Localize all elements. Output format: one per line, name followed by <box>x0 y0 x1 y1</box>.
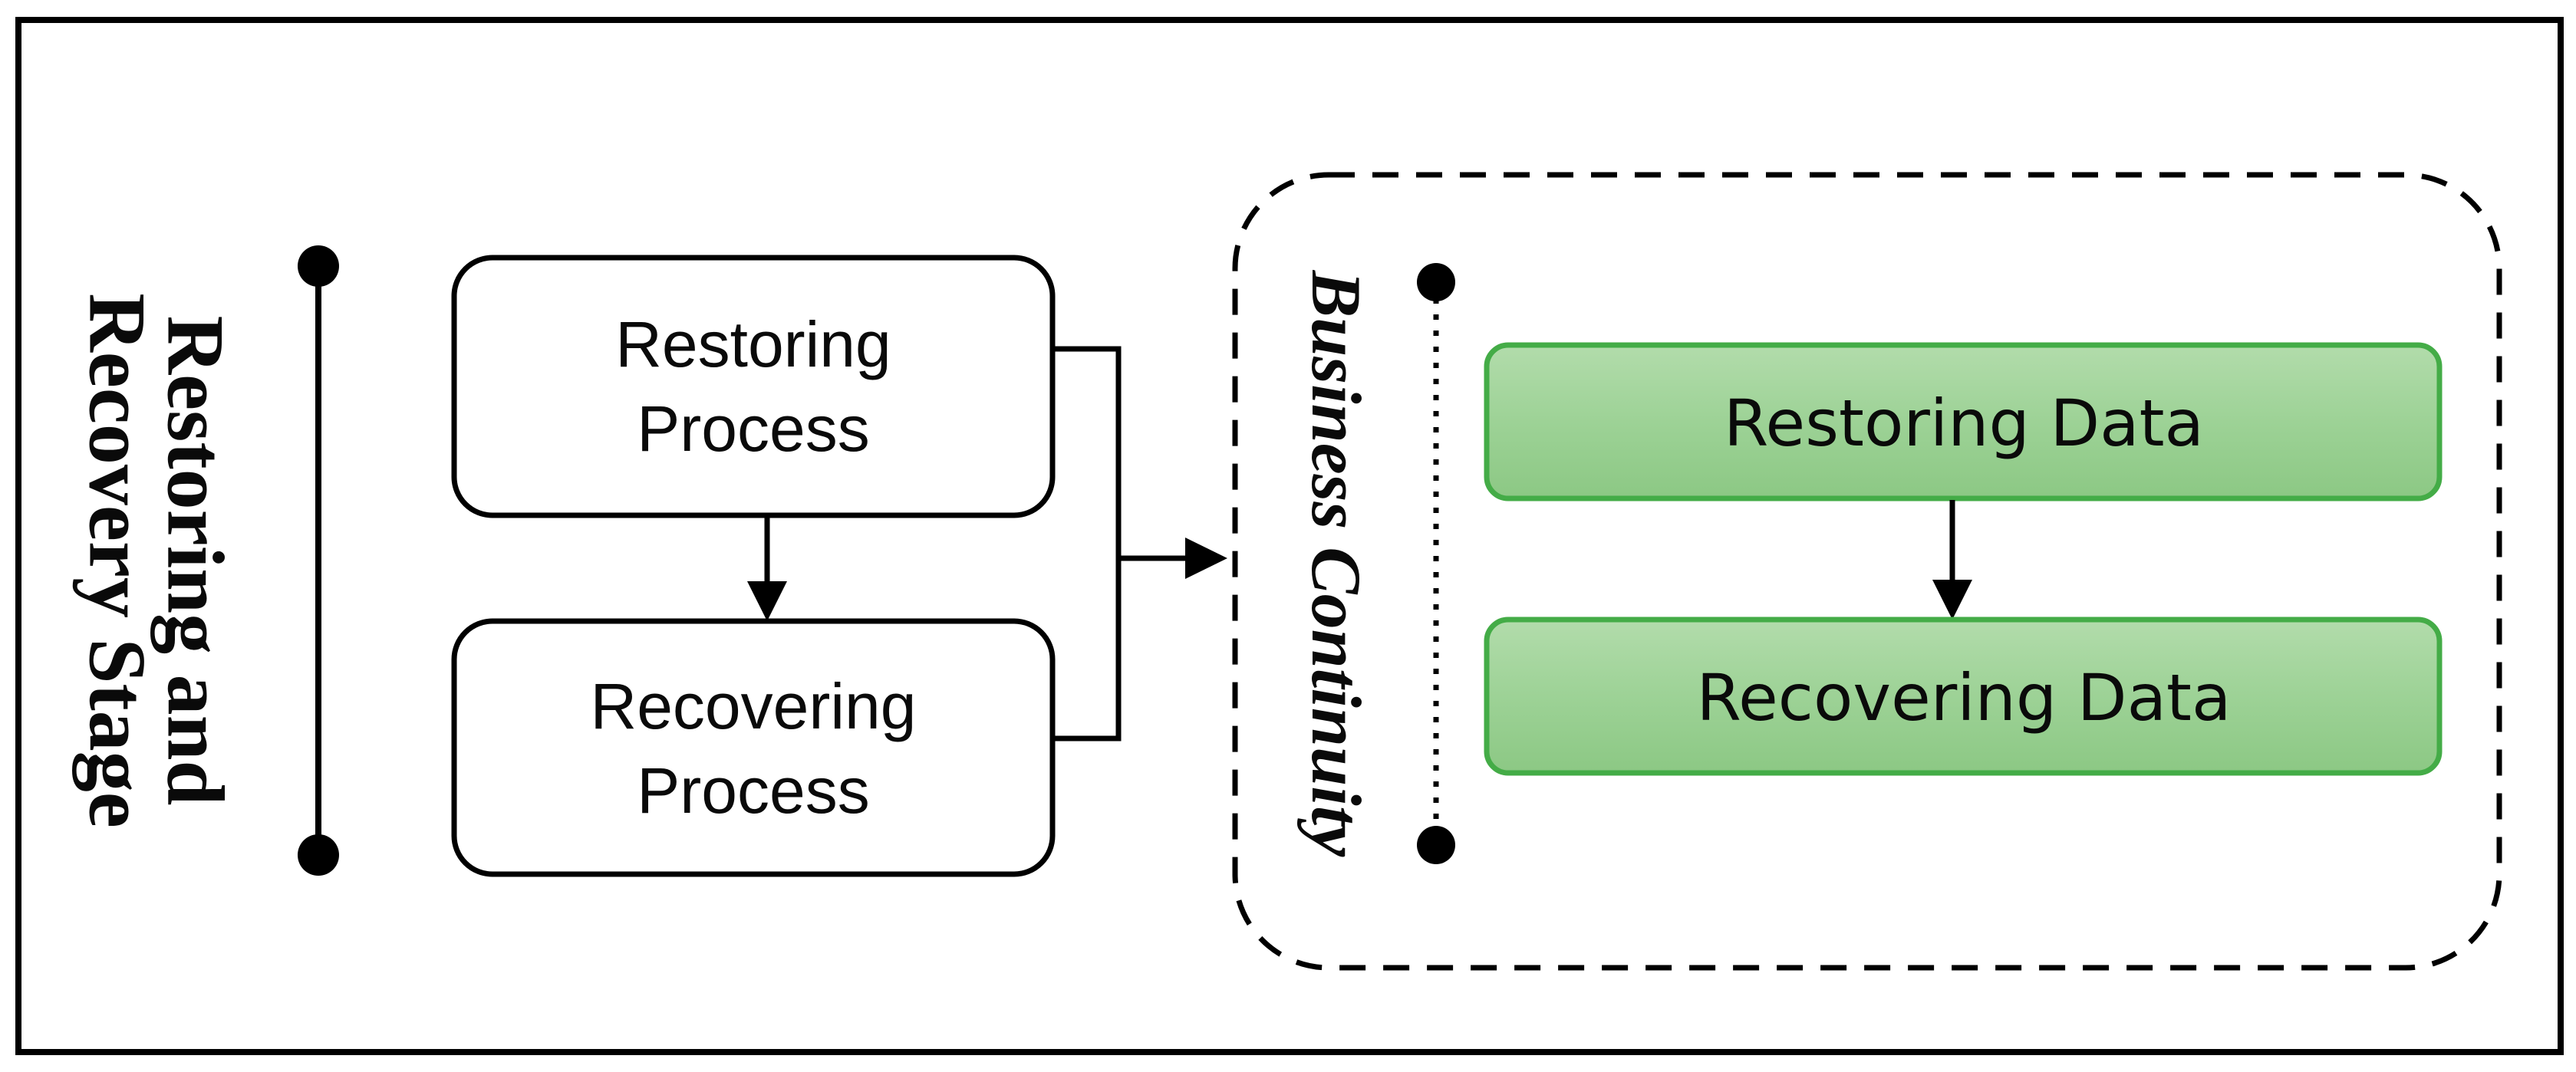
process-flow-arrow-head <box>747 581 787 621</box>
continuity-bracket-dot-top <box>1417 263 1455 301</box>
recovering-data-label: Recovering Data <box>1697 660 2232 735</box>
business-continuity-title: Business Continuity <box>1297 270 1375 858</box>
recovering-data-box <box>1484 617 2443 776</box>
restoring-data-label: Restoring Data <box>1724 386 2204 461</box>
restoring-process-label-line1: Restoring <box>615 308 891 380</box>
recovering-process-label-line1: Recovering <box>591 670 917 742</box>
stage-bracket-dot-bottom <box>298 834 339 876</box>
restoring-process-box <box>451 255 1056 518</box>
outer-border <box>15 17 2564 1055</box>
restoring-data-box <box>1484 342 2443 501</box>
business-continuity-container <box>1232 172 2502 971</box>
stage-title-line2: Recovery Stage <box>73 293 163 828</box>
recovering-process-box <box>451 618 1056 877</box>
stage-section: Restoring and Recovery Stage Restoring P… <box>73 245 1227 877</box>
stage-title-line1: Restoring and <box>151 315 241 805</box>
merge-connector <box>1052 346 1122 742</box>
recovering-process-label-line2: Process <box>637 755 869 827</box>
stage-bracket-dot-top <box>298 245 339 287</box>
stage-title: Restoring and Recovery Stage <box>73 293 241 828</box>
to-business-continuity-arrow-head <box>1185 538 1227 579</box>
business-continuity-label: Business Continuity <box>1297 270 1375 858</box>
restoring-process-label-line2: Process <box>637 393 869 465</box>
data-flow-arrow-head <box>1932 580 1972 620</box>
continuity-bracket-dot-bottom <box>1417 826 1455 864</box>
business-continuity-section: Business Continuity Restoring Data Recov… <box>1232 172 2502 971</box>
